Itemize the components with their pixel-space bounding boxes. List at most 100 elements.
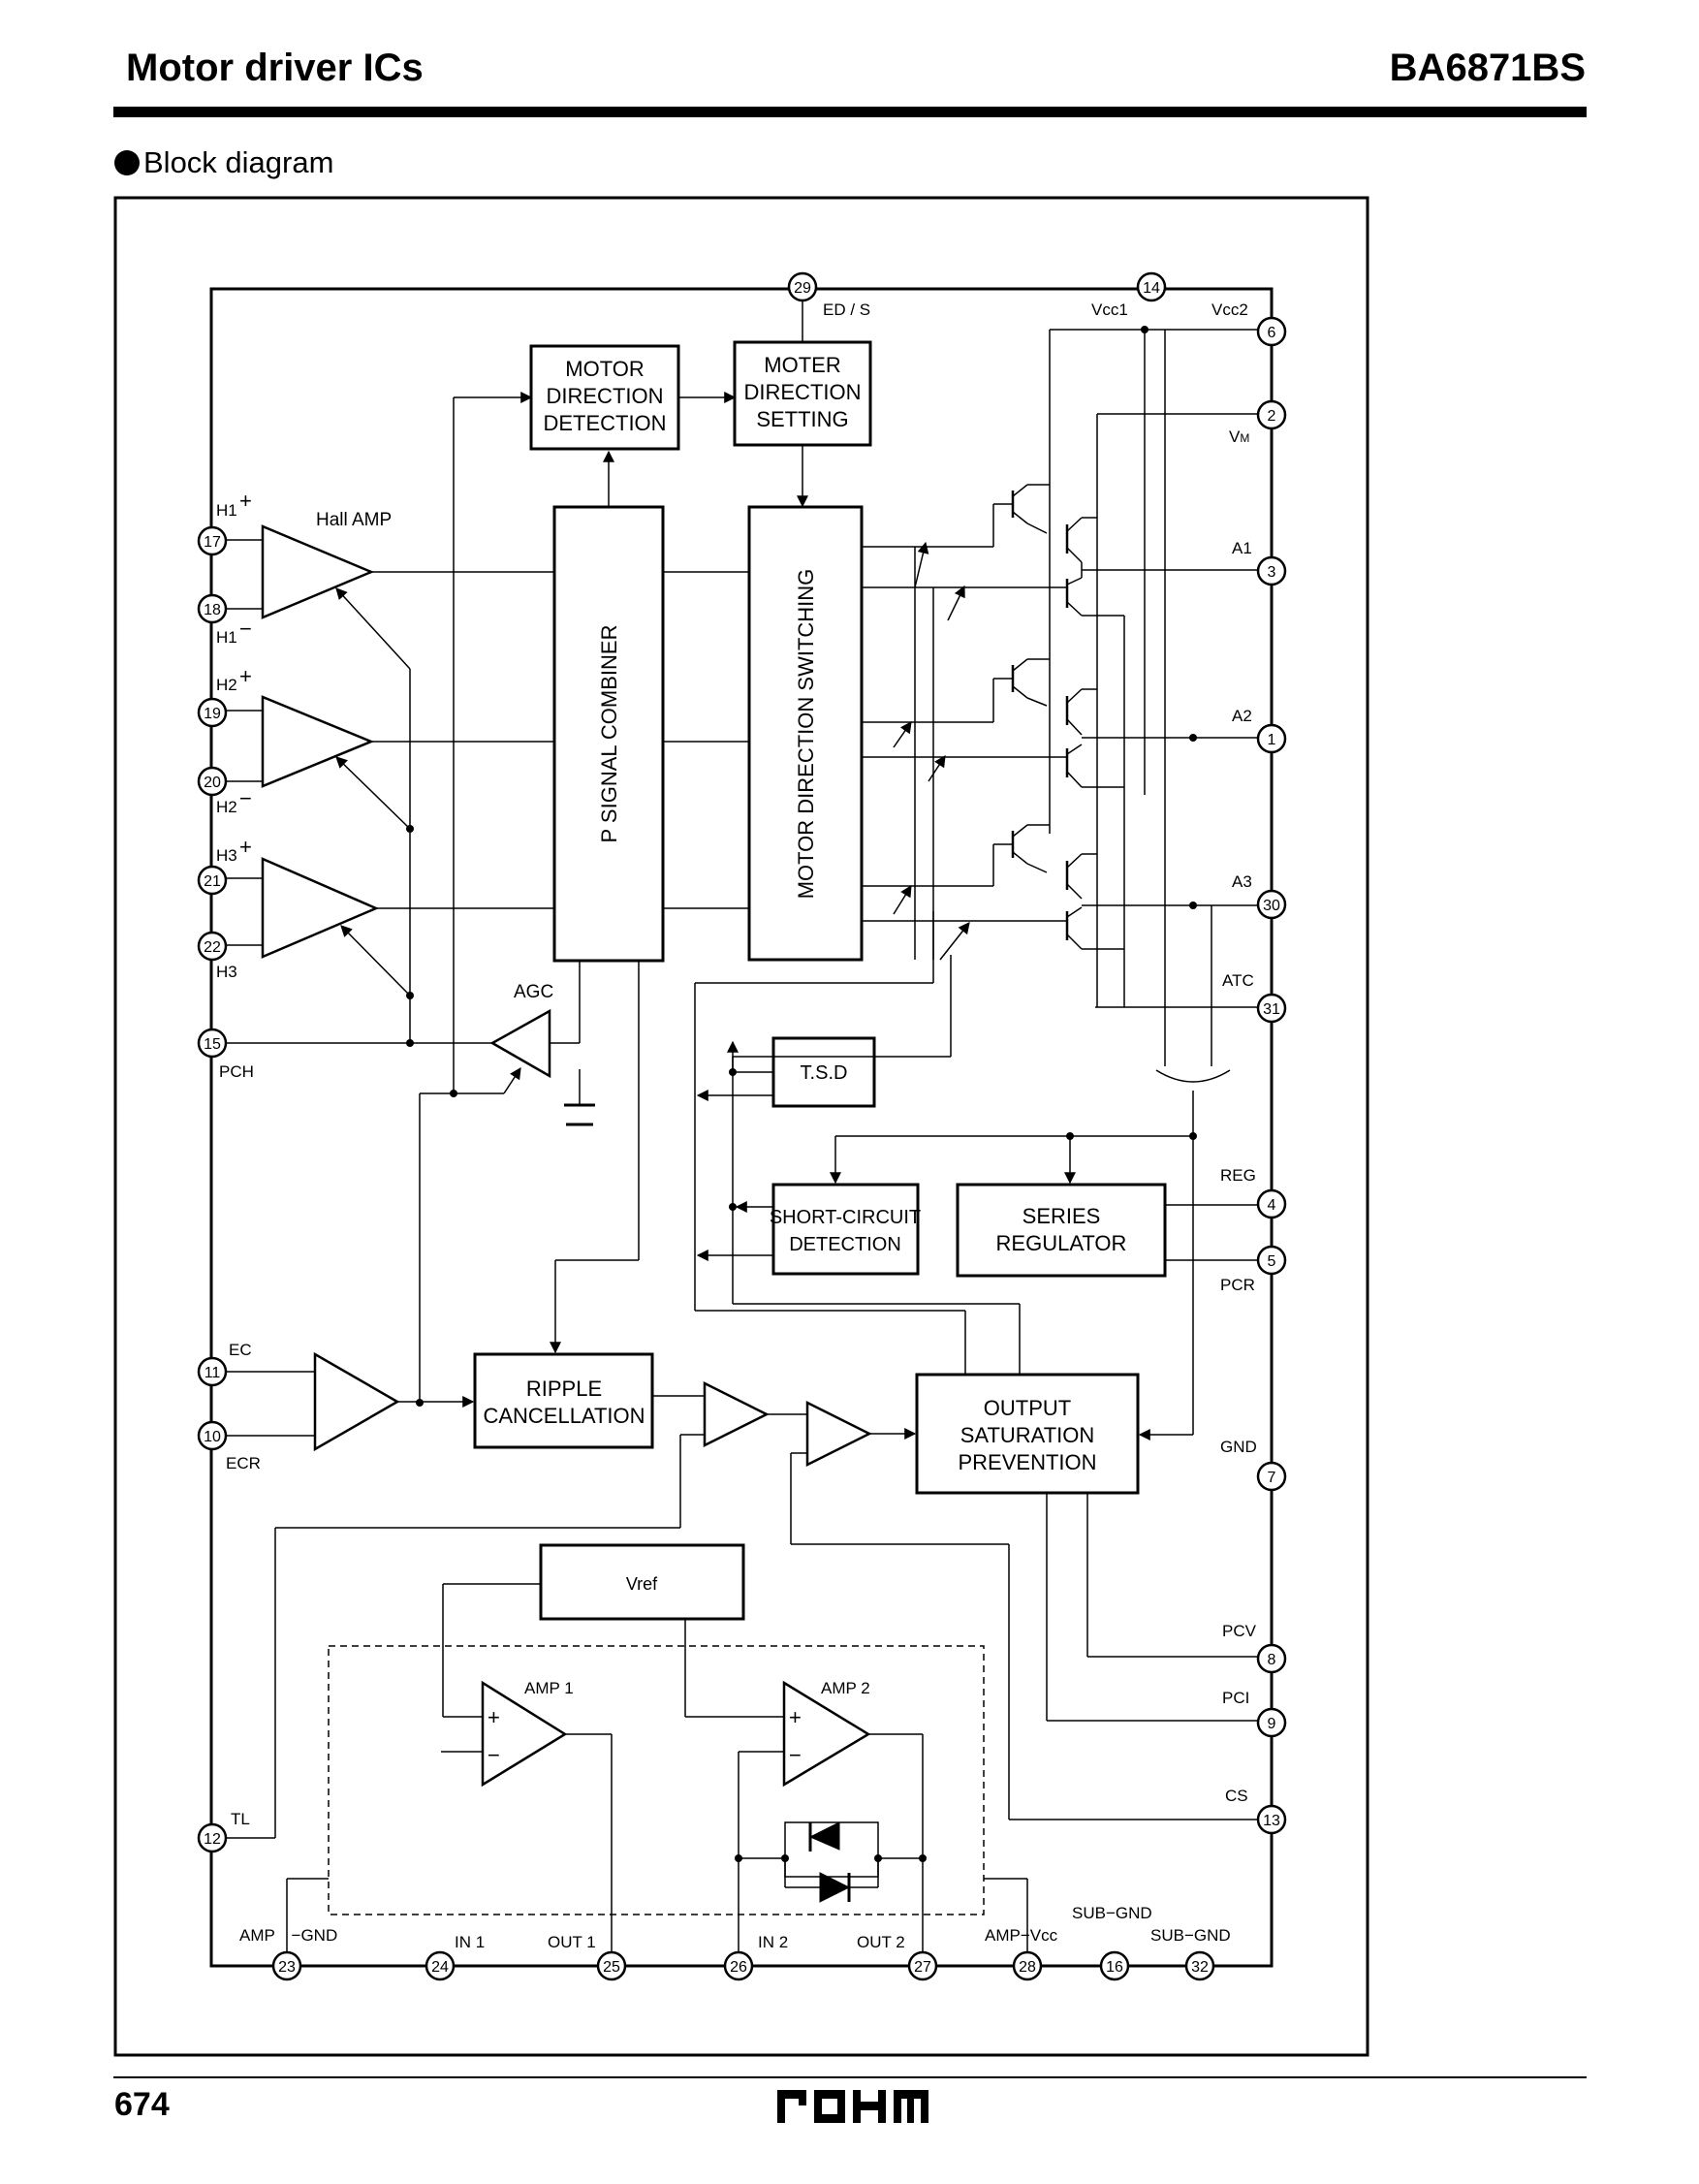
label-cs: CS [1225,1787,1248,1805]
motor-dir-detect-l3: DETECTION [543,411,666,435]
pin-number-21: 21 [204,873,221,890]
label-pch: PCH [219,1062,254,1081]
amp2-plus: + [789,1705,802,1729]
label-a1: A1 [1232,539,1252,557]
label-h3m: H3 [216,963,237,981]
pin-circle-11 [197,1356,228,1387]
pin-circle-27 [907,1950,938,1981]
bullet-dot [114,150,140,175]
pin-number-28: 28 [1019,1959,1036,1976]
label-h2p-sign: + [239,664,252,688]
pin-circle-9 [1256,1707,1287,1738]
output-sat-l1: OUTPUT [984,1396,1071,1420]
label-vcc1: Vcc1 [1091,301,1128,319]
label-ed-s: ED / S [823,301,870,319]
output-saturation-block [915,1373,1140,1495]
pin-circle-1 [1256,723,1287,754]
agc-amp [489,1008,551,1079]
label-a2: A2 [1232,707,1252,725]
series-regulator-block [956,1183,1167,1278]
label-vm: VM [1229,427,1249,446]
label-h2p: H2 [216,676,237,694]
label-h2m-sign: − [239,786,252,810]
moter-dir-setting-l2: DIRECTION [744,380,862,404]
pin-number-12: 12 [204,1831,221,1848]
series-regulator-l1: SERIES [1023,1204,1101,1228]
pin-circle-6 [1256,316,1287,347]
short-circuit-detection-block [771,1183,920,1276]
pin-number-18: 18 [204,602,221,618]
pin-circle-25 [596,1950,627,1981]
vref-label: Vref [626,1574,658,1594]
pin-circle-31 [1256,993,1287,1024]
label-a3: A3 [1232,872,1252,891]
pin-number-32: 32 [1191,1959,1209,1976]
hall-amp-1 [261,524,375,619]
rohm-logo [777,2090,928,2123]
pin-circle-16 [1099,1950,1130,1981]
pin-circle-5 [1256,1245,1287,1276]
label-h3p: H3 [216,846,237,865]
pin-circle-28 [1012,1950,1043,1981]
label-gnd: GND [1220,1438,1257,1456]
label-pcv: PCV [1222,1622,1257,1640]
amp1-minus: − [488,1743,500,1767]
short-circuit-l1: SHORT-CIRCUIT [770,1207,921,1228]
pin-number-14: 14 [1143,280,1160,297]
pin-number-13: 13 [1263,1813,1280,1829]
page-number: 674 [114,2086,170,2123]
pin-circle-13 [1256,1804,1287,1835]
label-amp-vcc: AMP−Vcc [985,1926,1058,1945]
label-h1p-sign: + [239,489,252,513]
label-sub-gnd2: SUB−GND [1150,1926,1231,1945]
pin-circle-18 [197,593,228,624]
pin-circle-10 [197,1420,228,1451]
label-out2: OUT 2 [857,1933,905,1951]
pin-number-25: 25 [603,1959,620,1976]
output-sat-l3: PREVENTION [958,1450,1096,1474]
pin-number-15: 15 [204,1036,221,1053]
section-title: Block diagram [114,145,333,180]
pin-number-30: 30 [1263,898,1280,914]
pin-number-16: 16 [1106,1959,1123,1976]
label-in1: IN 1 [455,1933,485,1951]
pin-number-2: 2 [1268,408,1276,425]
pin-number-7: 7 [1268,1470,1276,1486]
pin-number-8: 8 [1268,1652,1276,1668]
label-reg: REG [1220,1166,1256,1185]
series-regulator-l2: REGULATOR [996,1231,1127,1255]
ripple-l1: RIPPLE [526,1377,602,1401]
pin-number-24: 24 [431,1959,449,1976]
label-h1m-sign: − [239,617,252,641]
header-rule [113,107,1587,117]
pin-number-11: 11 [205,1365,221,1381]
amp1-label: AMP 1 [524,1679,574,1697]
pin-circle-8 [1256,1643,1287,1674]
label-h1p: H1 [216,501,237,520]
diode-lower [819,1872,851,1903]
pin-circle-14 [1136,271,1167,302]
label-atc: ATC [1222,971,1254,990]
short-circuit-l2: DETECTION [789,1234,901,1255]
label-h2m: H2 [216,798,237,816]
label-pci: PCI [1222,1689,1249,1707]
label-tl: TL [231,1810,250,1828]
ripple-out-amp [703,1380,770,1448]
pin-number-5: 5 [1268,1253,1276,1270]
pin-circle-19 [197,697,228,728]
motor-dir-detect-l1: MOTOR [565,357,644,381]
label-out1: OUT 1 [548,1933,596,1951]
ec-amp [313,1351,400,1452]
label-ecr: ECR [226,1454,261,1472]
diode-upper [808,1821,840,1851]
pin-number-17: 17 [204,534,221,551]
pin-number-9: 9 [1268,1716,1276,1732]
label-in2: IN 2 [758,1933,788,1951]
label-ec: EC [229,1341,252,1359]
motor-dir-detect-l2: DIRECTION [547,384,664,408]
pin-number-23: 23 [278,1959,296,1976]
amp-region-dashed [328,1645,985,1915]
pin-circle-30 [1256,889,1287,920]
pin-circle-23 [271,1950,302,1981]
section-title-text: Block diagram [143,145,334,179]
